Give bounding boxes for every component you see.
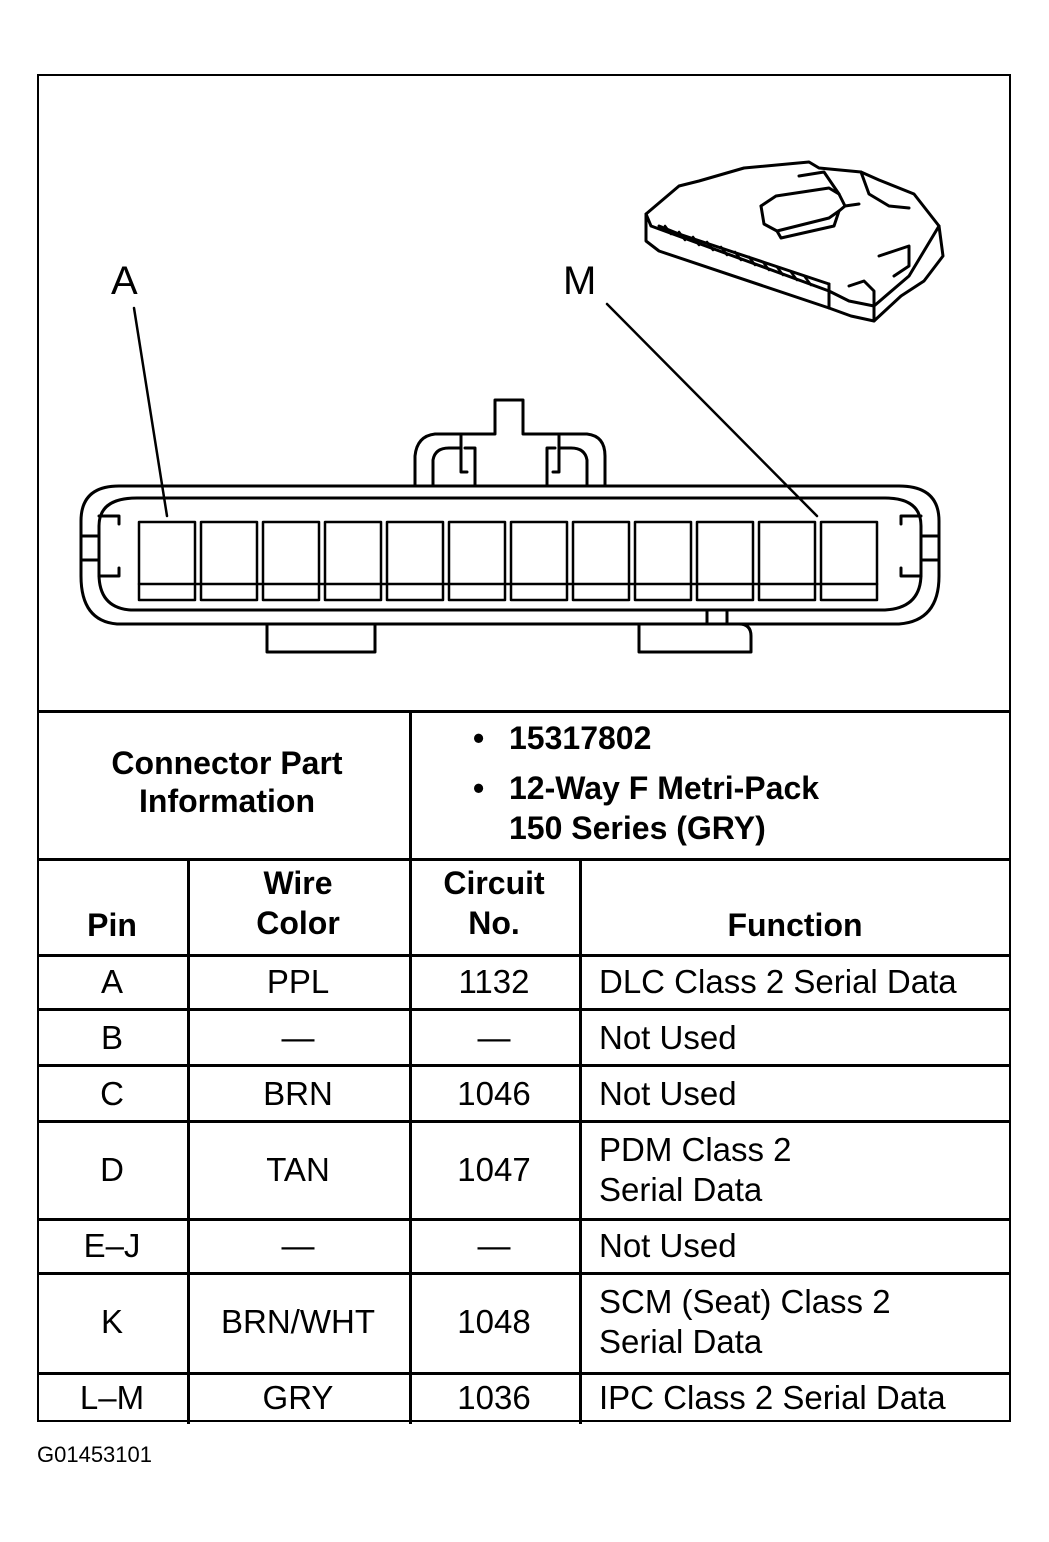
row-b-circuit: — xyxy=(477,1019,511,1056)
row-d-function-line2: Serial Data xyxy=(599,1171,763,1208)
header-wire-color-line2: Color xyxy=(256,905,340,941)
table-rule xyxy=(37,1218,1011,1221)
cavity-row xyxy=(137,520,879,602)
header-function: Function xyxy=(727,907,863,943)
row-lm-function: IPC Class 2 Serial Data xyxy=(599,1379,946,1416)
row-c-function: Not Used xyxy=(599,1075,737,1112)
callout-a: A xyxy=(111,259,138,303)
row-d-wire: TAN xyxy=(266,1151,330,1188)
row-ej-pin: E–J xyxy=(83,1227,141,1264)
row-b-function: Not Used xyxy=(599,1019,737,1056)
callout-m-leader xyxy=(605,302,819,518)
table-rule xyxy=(37,1064,1011,1067)
row-a-pin: A xyxy=(100,963,123,1000)
row-lm-circuit: 1036 xyxy=(457,1379,531,1416)
table-rule xyxy=(37,858,1011,861)
row-a-circuit: 1132 xyxy=(458,963,530,1000)
row-k-pin: K xyxy=(100,1303,123,1340)
connector-sheet: A M Connector Part Information • 1531780… xyxy=(37,74,1011,1424)
row-a-wire: PPL xyxy=(266,963,330,1000)
part-number: 15317802 xyxy=(509,720,652,756)
row-lm-pin: L–M xyxy=(79,1379,145,1416)
table-rule xyxy=(37,954,1011,957)
table-rule xyxy=(37,1008,1011,1011)
part-number-bullet: • xyxy=(473,720,485,756)
connector-type-line1: 12-Way F Metri-Pack xyxy=(509,770,820,806)
header-circuit-line2: No. xyxy=(468,905,520,941)
part-info-label: Connector Part Information xyxy=(77,744,377,820)
connector-type-line2: 150 Series (GRY) xyxy=(509,810,766,846)
row-ej-wire: — xyxy=(281,1227,315,1264)
table-rule xyxy=(37,710,1011,713)
part-info-label-text: Connector Part Information xyxy=(111,745,343,819)
table-rule xyxy=(187,858,190,1424)
connector-3d-view xyxy=(644,160,945,323)
row-d-function-line1: PDM Class 2 xyxy=(599,1131,792,1168)
connector-figure: A M xyxy=(79,160,945,654)
header-circuit-line1: Circuit xyxy=(443,865,545,901)
table-rule xyxy=(37,1372,1011,1375)
callout-a-leader xyxy=(132,306,169,518)
row-k-wire: BRN/WHT xyxy=(221,1303,375,1340)
table-rule xyxy=(579,858,582,1424)
row-d-pin: D xyxy=(100,1151,124,1188)
row-k-function-line2: Serial Data xyxy=(599,1323,763,1360)
table-rule xyxy=(409,858,412,1424)
connector-info-table: Connector Part Information • 15317802 • … xyxy=(37,710,1011,1424)
callout-m: M xyxy=(563,259,596,303)
row-k-function-line1: SCM (Seat) Class 2 xyxy=(599,1283,891,1320)
connector-3d-cavities xyxy=(663,224,813,287)
connector-type-bullet: • xyxy=(473,770,485,806)
row-ej-circuit: — xyxy=(477,1227,511,1264)
figure-code: G01453101 xyxy=(37,1442,152,1467)
row-a-function: DLC Class 2 Serial Data xyxy=(599,963,957,1000)
table-rule xyxy=(409,710,412,858)
row-b-wire: — xyxy=(281,1019,315,1056)
table-rule xyxy=(37,1120,1011,1123)
header-wire-color-line1: Wire xyxy=(263,865,333,901)
row-k-circuit: 1048 xyxy=(457,1303,531,1340)
table-rule xyxy=(37,1272,1011,1275)
row-c-wire: BRN xyxy=(263,1075,333,1112)
header-pin: Pin xyxy=(87,907,137,943)
row-c-circuit: 1046 xyxy=(457,1075,531,1112)
row-c-pin: C xyxy=(100,1075,124,1112)
row-ej-function: Not Used xyxy=(599,1227,737,1264)
row-lm-wire: GRY xyxy=(262,1379,334,1416)
row-b-pin: B xyxy=(100,1019,123,1056)
connector-face xyxy=(79,398,941,654)
row-d-circuit: 1047 xyxy=(457,1151,531,1188)
